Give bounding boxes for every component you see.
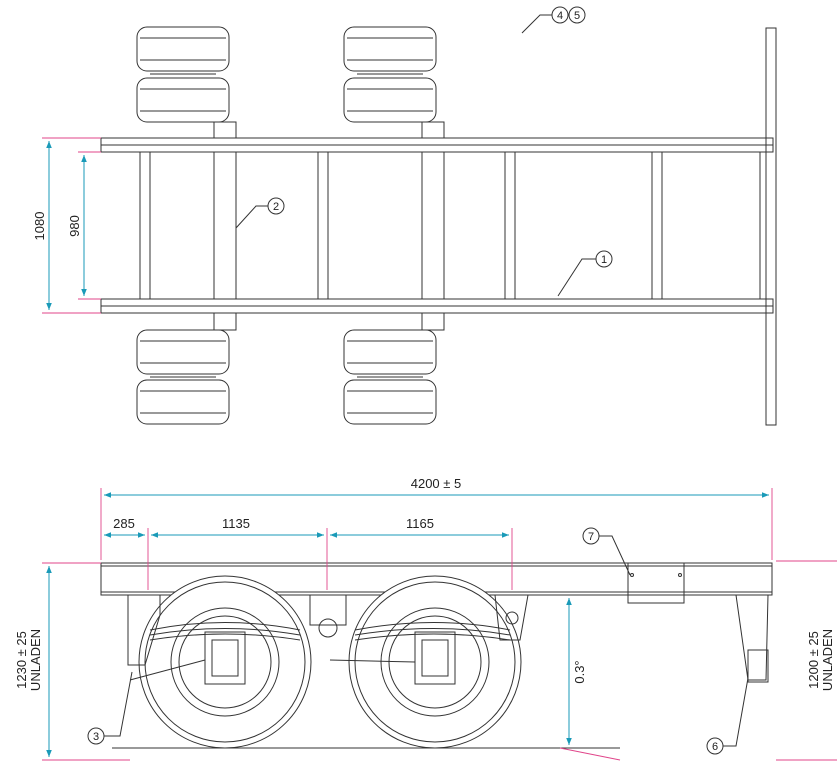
svg-text:6: 6 bbox=[712, 741, 718, 753]
dim-1165-label: 1165 bbox=[406, 516, 434, 531]
balloon-7: 7 bbox=[582, 527, 600, 545]
chain-dimensions: 285 1135 1165 bbox=[104, 516, 509, 538]
balloon-6: 6 bbox=[706, 737, 724, 755]
front-height-label: 1230 ± 25 bbox=[14, 631, 29, 689]
balloon-1: 1 bbox=[595, 250, 613, 268]
wheel-lower-1 bbox=[136, 329, 230, 425]
dim-1135-label: 1135 bbox=[222, 516, 250, 531]
front-height-dimension: 1230 ± 25 UNLADEN bbox=[14, 566, 52, 757]
front-height-note: UNLADEN bbox=[28, 629, 43, 691]
svg-text:2: 2 bbox=[273, 201, 279, 213]
svg-text:1: 1 bbox=[601, 254, 607, 266]
rear-height-note: UNLADEN bbox=[820, 629, 835, 691]
plan-view: 1080 980 4 5 2 1 bbox=[32, 6, 777, 426]
width-dimensions: 1080 980 bbox=[32, 137, 101, 314]
width-inner-label: 980 bbox=[67, 215, 82, 237]
wheel-lower-2 bbox=[343, 329, 437, 425]
balloon-2: 2 bbox=[267, 197, 285, 215]
angle-label: 0.3° bbox=[572, 660, 587, 683]
svg-text:5: 5 bbox=[574, 10, 580, 22]
overall-length-label: 4200 ± 5 bbox=[411, 476, 462, 491]
wheel-upper-1 bbox=[136, 26, 230, 123]
side-wheel-2 bbox=[348, 575, 522, 749]
balloon-3: 3 bbox=[87, 727, 105, 745]
side-view: 4200 ± 5 285 1135 1165 1230 ± 25 UNLADEN… bbox=[14, 476, 837, 761]
balloon-4: 4 bbox=[551, 6, 569, 24]
rear-height-dimension: 1200 ± 25 UNLADEN bbox=[806, 629, 835, 691]
chassis-frame bbox=[100, 27, 777, 426]
side-wheel-1 bbox=[138, 575, 312, 749]
overall-length-dimension: 4200 ± 5 bbox=[104, 476, 769, 498]
width-outer-label: 1080 bbox=[32, 212, 47, 241]
rear-height-label: 1200 ± 25 bbox=[806, 631, 821, 689]
svg-text:3: 3 bbox=[93, 731, 99, 743]
wheel-upper-2 bbox=[343, 26, 437, 123]
angle-dimension: 0.3° bbox=[566, 598, 587, 745]
balloon-5: 5 bbox=[568, 6, 586, 24]
svg-text:4: 4 bbox=[557, 10, 563, 22]
svg-text:7: 7 bbox=[588, 531, 594, 543]
dim-285-label: 285 bbox=[113, 516, 135, 531]
